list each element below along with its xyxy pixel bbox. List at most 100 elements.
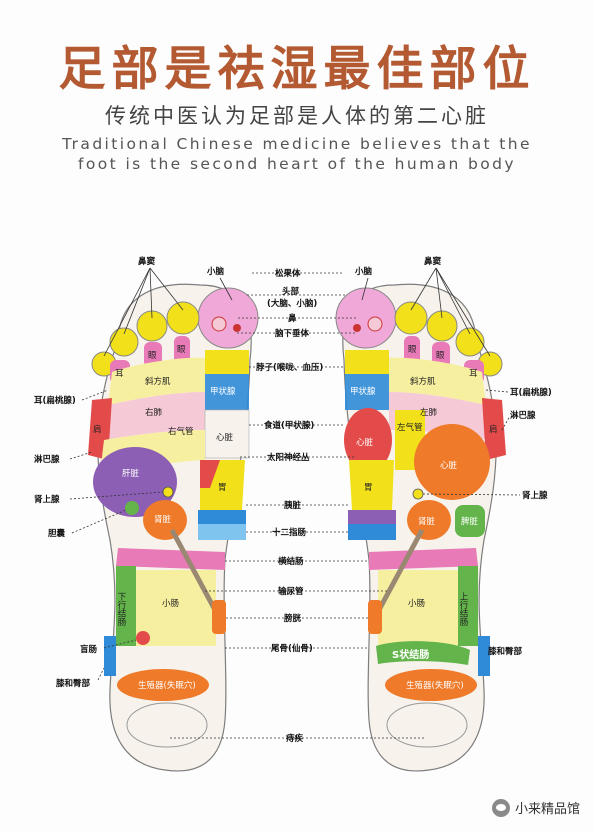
right-toe-4 bbox=[455, 327, 485, 357]
left-pituitary-dot bbox=[233, 324, 241, 332]
label-hemorrhoids: 痔疾 bbox=[286, 733, 304, 744]
right-sigmoid-label: S状结肠 bbox=[392, 648, 429, 661]
left-big-toe bbox=[197, 287, 259, 349]
left-eye-label-2: 眼 bbox=[177, 345, 186, 355]
right-neck-zone bbox=[345, 350, 389, 374]
left-neck-zone bbox=[205, 350, 249, 374]
right-ascending-colon-label: 上行结肠 bbox=[458, 592, 468, 627]
label-solar-plexus: 太阳神经丛 bbox=[266, 452, 310, 463]
wechat-icon bbox=[491, 798, 510, 817]
left-label-adrenal: 肾上腺 bbox=[34, 494, 60, 505]
right-spleen-zone bbox=[455, 505, 485, 537]
left-label-gallbladder: 胆囊 bbox=[47, 528, 66, 539]
left-ureter bbox=[169, 528, 218, 612]
right-lung-label: 左肺 bbox=[420, 407, 438, 418]
right-heel bbox=[386, 702, 468, 748]
left-small-intestine-label: 小肠 bbox=[162, 598, 179, 609]
left-knee-hip-zone bbox=[104, 636, 116, 676]
left-label-ear: 耳(扁桃腺) bbox=[34, 395, 76, 406]
left-shoulder-label: 肩 bbox=[93, 424, 102, 435]
label-duodenum: 十二指肠 bbox=[272, 527, 307, 538]
left-toe-2 bbox=[166, 301, 200, 335]
right-foot bbox=[335, 283, 506, 772]
left-liver-zone bbox=[93, 447, 177, 517]
zone-labels: 眼 眼 耳 斜方肌 右肺 肩 右气管 甲状腺 心脏 肝脏 胃 肾脏 小肠 下行结… bbox=[93, 345, 498, 691]
right-ascending-colon bbox=[458, 566, 478, 646]
right-shoulder-label: 肩 bbox=[489, 424, 498, 435]
label-ureter: 输尿管 bbox=[278, 586, 304, 597]
left-brain-dot bbox=[211, 316, 227, 332]
left-heel bbox=[126, 702, 208, 748]
label-head: 头部 bbox=[282, 286, 300, 297]
right-heart-left-label: 心脏 bbox=[356, 437, 374, 448]
left-bronchus-label: 右气管 bbox=[168, 426, 194, 437]
right-sigmoid-colon bbox=[376, 641, 470, 665]
left-label-cecum: 盲肠 bbox=[80, 644, 98, 655]
left-pancreas-zone bbox=[198, 510, 246, 524]
right-genital-zone bbox=[385, 669, 477, 701]
right-stomach-label: 胃 bbox=[364, 483, 373, 493]
left-toe-4 bbox=[109, 327, 139, 357]
right-shoulder-zone bbox=[482, 398, 506, 460]
right-heart-zone bbox=[414, 424, 490, 500]
right-label-sinus: 鼻窦 bbox=[424, 256, 442, 267]
right-kidney-zone bbox=[407, 500, 451, 540]
page-subtitle: 传统中医认为足部是人体的第二心脏 bbox=[105, 104, 489, 128]
watermark-text: 小来精品馆 bbox=[514, 802, 580, 817]
right-ear-label: 耳 bbox=[469, 369, 478, 379]
center-labels: 松果体 头部 (大脑、小脑) 鼻 脑下垂体 脖子(喉咙、血压) 食道(甲状腺) … bbox=[170, 268, 424, 744]
right-thyroid-zone bbox=[345, 374, 389, 410]
right-brain-dot bbox=[367, 316, 383, 332]
right-label-knee-hip: 膝和臀部 bbox=[488, 646, 523, 657]
left-label-sinus: 鼻窦 bbox=[138, 256, 156, 267]
right-thyroid-label: 甲状腺 bbox=[350, 386, 376, 397]
label-transverse-colon: 横结肠 bbox=[277, 556, 304, 567]
right-trapezius-label: 斜方肌 bbox=[410, 376, 436, 387]
label-neck: 脖子(喉咙、血压) bbox=[256, 362, 323, 373]
label-pineal: 松果体 bbox=[275, 268, 301, 279]
right-ureter bbox=[376, 528, 425, 612]
right-toe-2 bbox=[394, 301, 428, 335]
right-adrenal-dot bbox=[412, 488, 424, 500]
page-title: 足部是祛湿最佳部位 bbox=[58, 42, 536, 97]
left-descending-colon bbox=[116, 566, 136, 646]
label-head-sub: (大脑、小脑) bbox=[267, 298, 317, 309]
left-genital-zone bbox=[117, 669, 209, 701]
right-trapezius-zone bbox=[389, 357, 486, 405]
left-thyroid-zone bbox=[205, 374, 249, 410]
right-eye-zone-2 bbox=[404, 336, 420, 364]
left-label-cerebellum: 小脑 bbox=[206, 266, 225, 277]
right-big-toe bbox=[335, 287, 397, 349]
right-side-labels: 鼻窦 小脑 耳(扁桃腺) 淋巴腺 肾上腺 膝和臀部 bbox=[354, 256, 552, 657]
left-cecum-dot bbox=[136, 631, 150, 645]
right-small-intestine-label: 小肠 bbox=[408, 598, 425, 609]
left-foot bbox=[88, 283, 259, 772]
right-genital-label: 生殖器(失眠穴) bbox=[406, 680, 464, 691]
subtitle-english-line1: Traditional Chinese medicine believes th… bbox=[62, 135, 532, 153]
right-pituitary-dot bbox=[353, 324, 361, 332]
left-thyroid-label: 甲状腺 bbox=[210, 386, 236, 397]
left-duodenum-zone bbox=[198, 524, 246, 540]
left-heart-zone bbox=[204, 409, 250, 459]
left-lung-zone bbox=[104, 392, 205, 440]
left-trapezius-zone bbox=[108, 357, 205, 405]
right-bladder-zone bbox=[368, 600, 382, 634]
left-bladder-zone bbox=[212, 600, 226, 634]
watermark: 小来精品馆 bbox=[491, 798, 580, 817]
left-adrenal-dot bbox=[162, 486, 174, 498]
left-lung-label: 右肺 bbox=[145, 407, 163, 418]
left-stomach-red bbox=[200, 460, 220, 488]
right-label-adrenal: 肾上腺 bbox=[522, 490, 548, 501]
right-stomach-zone bbox=[349, 460, 394, 510]
right-pancreas-zone bbox=[348, 510, 396, 524]
right-toe-3 bbox=[426, 310, 458, 342]
right-kidney-label: 肾脏 bbox=[418, 516, 436, 527]
left-kidney-label: 肾脏 bbox=[154, 514, 172, 525]
label-nose: 鼻 bbox=[288, 313, 297, 324]
right-label-lymph: 淋巴腺 bbox=[510, 410, 536, 421]
label-bladder: 膀胱 bbox=[283, 613, 302, 624]
right-bronchus-label: 左气管 bbox=[397, 422, 423, 433]
left-stomach-label: 胃 bbox=[218, 483, 227, 493]
left-ear-label: 耳 bbox=[115, 369, 124, 379]
